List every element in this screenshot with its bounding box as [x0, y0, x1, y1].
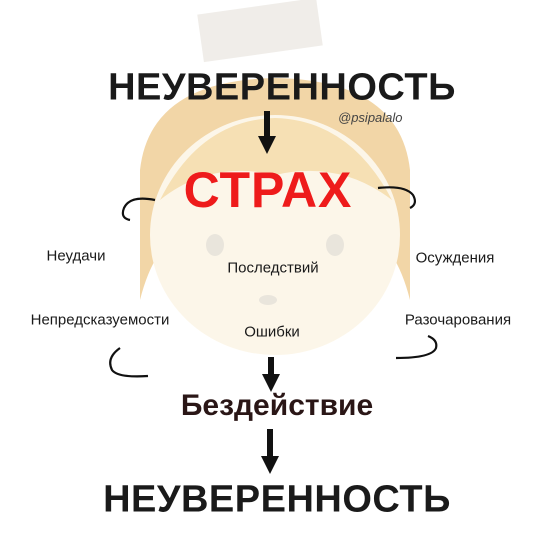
bottom-title: НЕУВЕРЕННОСТЬ: [103, 478, 451, 521]
arrow-down-2: [262, 357, 280, 392]
left-eye: [206, 234, 224, 256]
fear-judgments: Осуждения: [415, 249, 495, 267]
top-title: НЕУВЕРЕННОСТЬ: [108, 66, 456, 109]
center-title-fear: СТРАХ: [183, 162, 353, 218]
fear-disappointments: Разочарования: [404, 311, 512, 329]
bracket-top-left: [121, 197, 156, 222]
tape-strip: [197, 0, 323, 63]
author-handle: @psipalalo: [338, 110, 403, 125]
mouth: [259, 295, 277, 305]
right-eye: [326, 234, 344, 256]
face-shape: [150, 115, 400, 355]
fear-consequences: Последствий: [227, 259, 319, 277]
bracket-top-right: [377, 186, 417, 209]
fear-failures: Неудачи: [46, 247, 106, 265]
bracket-bottom-right: [395, 334, 438, 360]
bracket-bottom-left: [109, 347, 149, 378]
arrow-down-1: [258, 111, 276, 154]
fear-unpredictability: Непредсказуемости: [30, 311, 170, 329]
inaction-label: Бездействие: [180, 389, 374, 422]
arrow-down-3: [261, 429, 279, 474]
fear-mistakes: Ошибки: [244, 323, 300, 341]
